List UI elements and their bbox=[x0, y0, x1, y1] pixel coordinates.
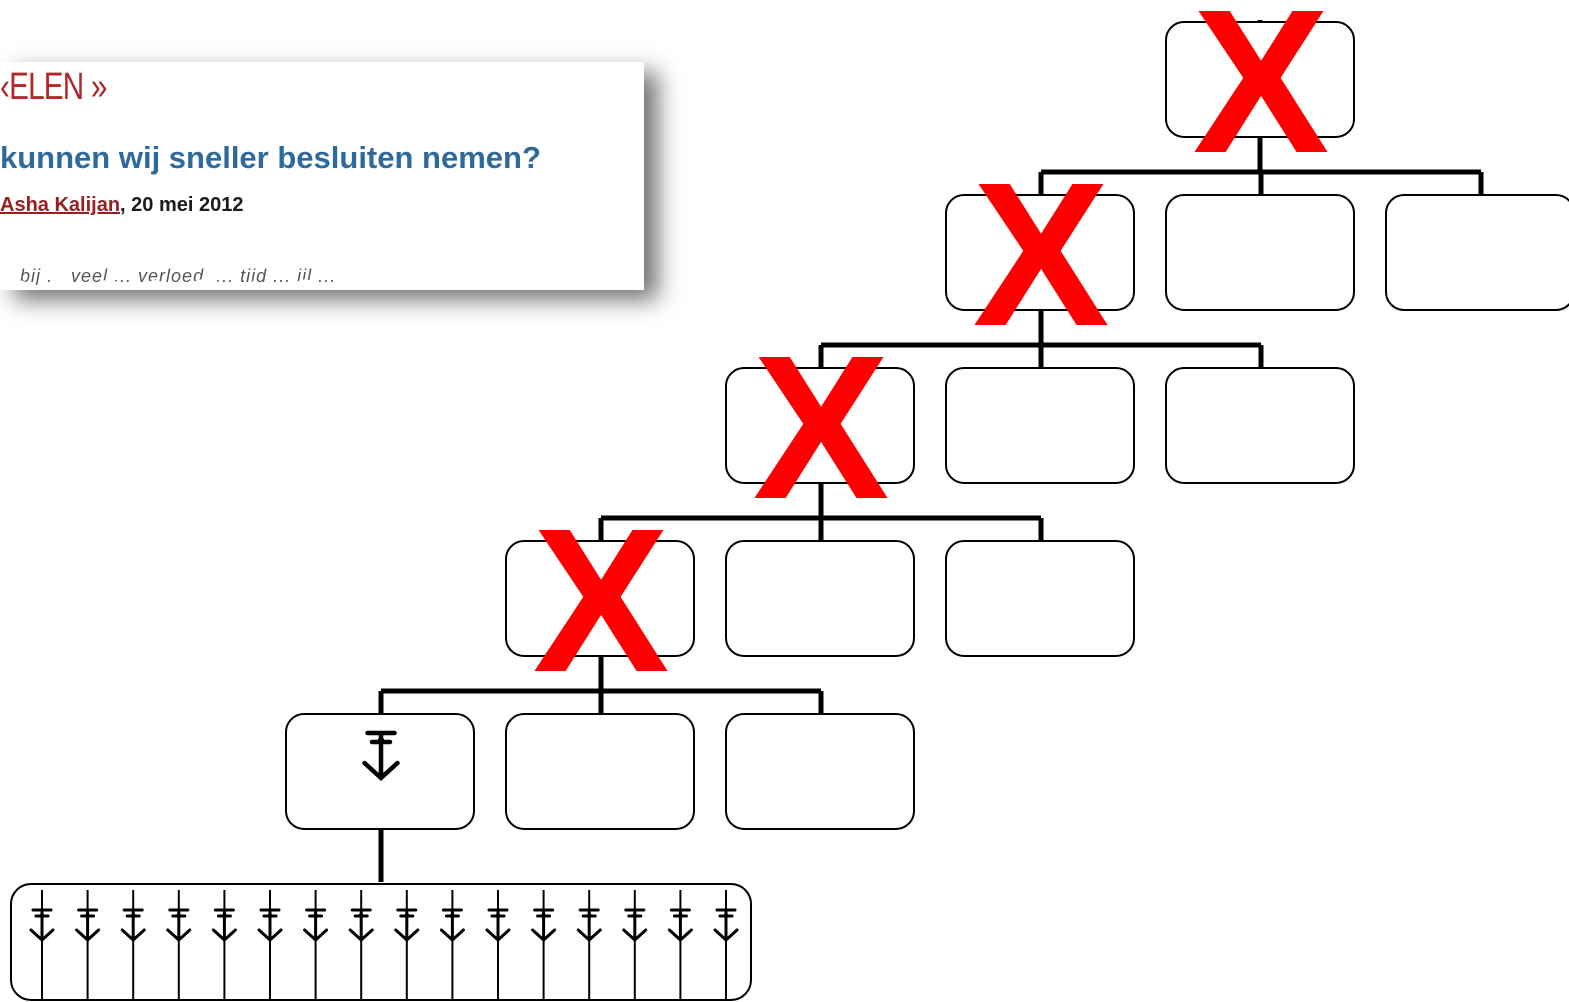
org-box bbox=[1165, 194, 1355, 311]
cross-mark: X bbox=[1193, 0, 1330, 196]
org-boxes bbox=[285, 21, 1569, 830]
org-box bbox=[725, 540, 915, 657]
team-member-icon bbox=[120, 908, 146, 943]
team-member-icon bbox=[166, 908, 192, 943]
team-member-icon bbox=[29, 908, 55, 943]
article-clipping: ‹ELEN » kunnen wij sneller besluiten nem… bbox=[0, 62, 644, 290]
org-box bbox=[505, 540, 695, 657]
person-icons bbox=[362, 730, 400, 782]
org-box bbox=[725, 367, 915, 484]
cross-mark: X bbox=[753, 313, 890, 542]
team-member-icon bbox=[303, 908, 329, 943]
team-member-icon bbox=[348, 908, 374, 943]
org-box bbox=[725, 713, 915, 830]
team-member-icon bbox=[439, 908, 465, 943]
article-excerpt: bij ... veel ... verloed. ... tijd ... i… bbox=[20, 266, 337, 286]
article-title: kunnen wij sneller besluiten nemen? bbox=[0, 140, 541, 175]
org-box-top bbox=[1165, 21, 1355, 138]
torn-edge bbox=[0, 278, 644, 290]
team-member-icon bbox=[531, 908, 557, 943]
org-box bbox=[1385, 194, 1569, 311]
team-container bbox=[10, 883, 752, 1001]
team-member-icon bbox=[576, 908, 602, 943]
org-box bbox=[945, 194, 1135, 311]
team-member-icon bbox=[257, 908, 283, 943]
byline-separator: , bbox=[120, 194, 126, 216]
team-member-icon bbox=[485, 908, 511, 943]
cross-mark: X bbox=[973, 140, 1110, 369]
team-member-icon bbox=[667, 908, 693, 943]
cross-mark: X bbox=[533, 486, 670, 715]
org-box bbox=[945, 367, 1135, 484]
team-member-icon bbox=[394, 908, 420, 943]
team-member-icon bbox=[211, 908, 237, 943]
section-heading: ‹ELEN » bbox=[0, 66, 107, 108]
team-member-icon bbox=[713, 908, 739, 943]
team-member-icon bbox=[622, 908, 648, 943]
article-byline: Asha Kalijan, 20 mei 2012 bbox=[0, 194, 244, 217]
org-box bbox=[945, 540, 1135, 657]
org-box bbox=[1165, 367, 1355, 484]
org-box bbox=[505, 713, 695, 830]
article-date: 20 mei 2012 bbox=[131, 194, 244, 216]
team-member-icon bbox=[75, 908, 101, 943]
author-link[interactable]: Asha Kalijan bbox=[0, 194, 121, 216]
team-box bbox=[10, 883, 752, 1001]
person-icon bbox=[362, 730, 400, 782]
